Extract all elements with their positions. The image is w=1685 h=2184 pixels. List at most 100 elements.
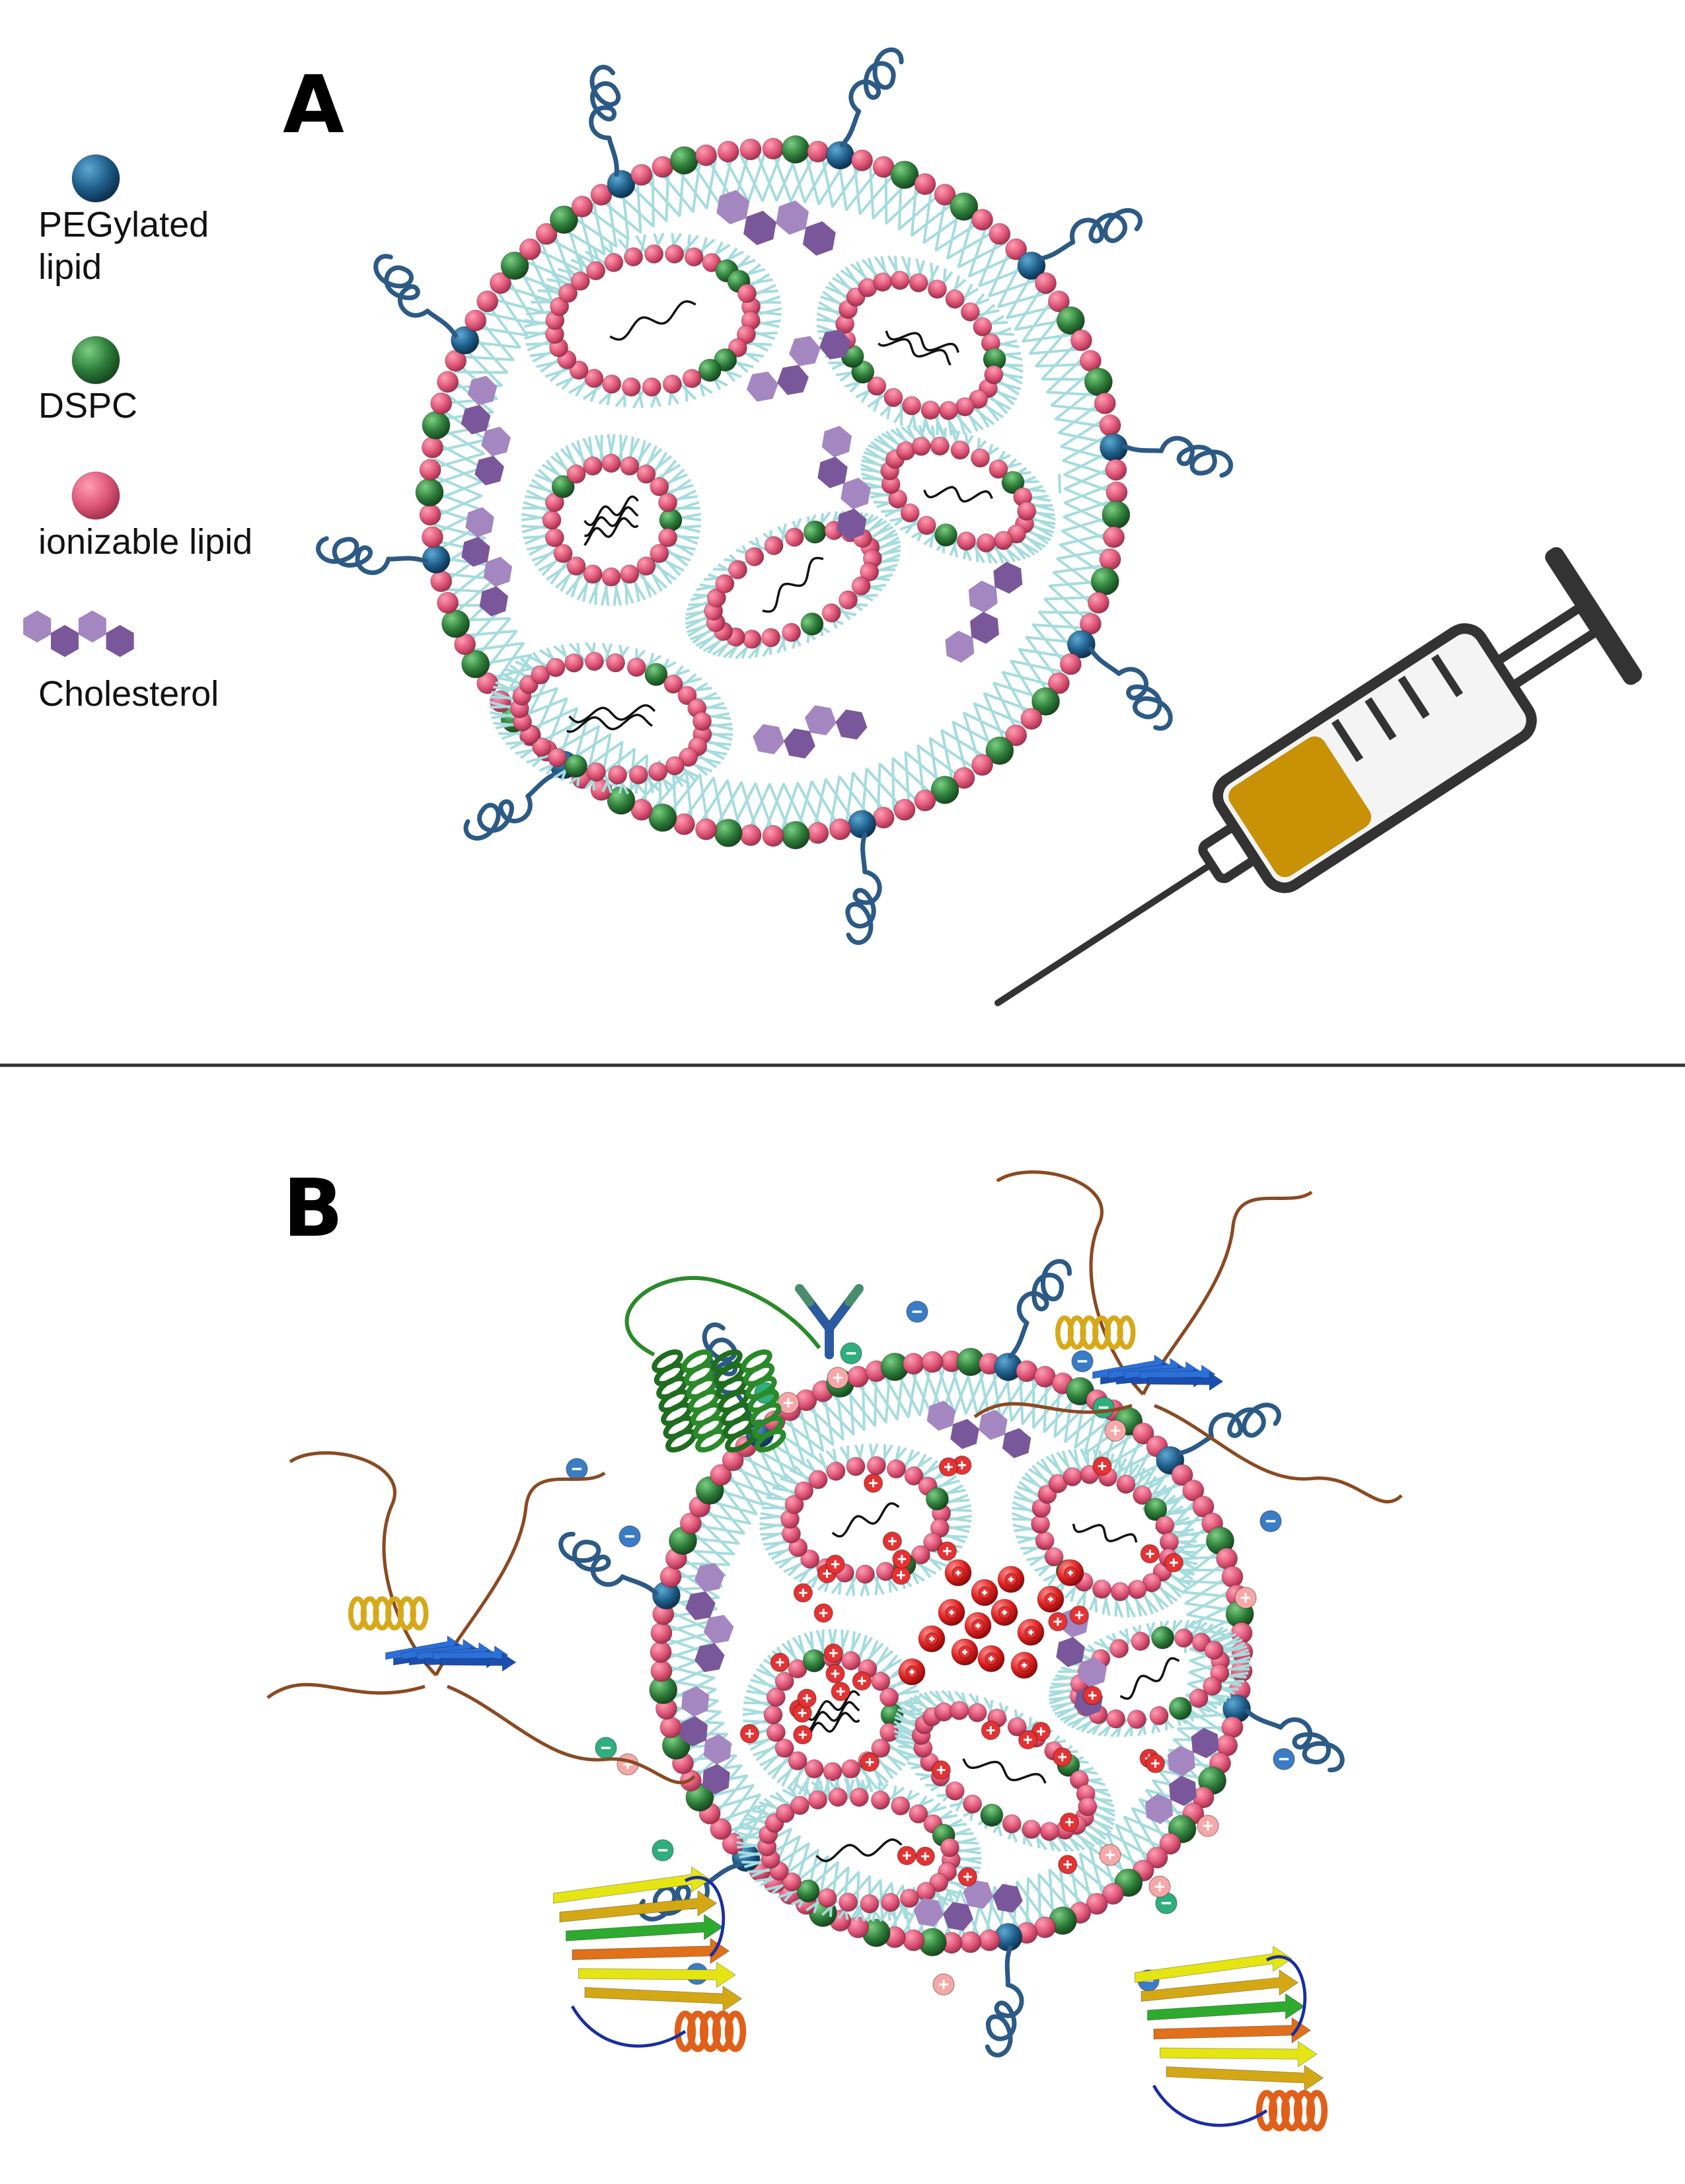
ionizable-lipid: [967, 1703, 987, 1723]
ionizable-lipid: [659, 1716, 682, 1739]
ionizable-lipid: [890, 270, 910, 290]
inner-micelle: [880, 436, 1037, 553]
cholesterol-ring: [467, 375, 498, 406]
ionizable-lipid: [841, 1759, 861, 1779]
pegylated-lipid: [607, 170, 636, 199]
plus-sign: [928, 1636, 935, 1642]
ionizable-lipid: [1103, 526, 1125, 548]
ionizable-lipid: [658, 492, 678, 512]
ionizable-lipid: [570, 271, 590, 291]
cholesterol-hexagons: [753, 705, 868, 759]
dspc-lipid: [1001, 471, 1025, 494]
ionizable-lipid: [1203, 1676, 1222, 1696]
ionizable-lipid: [934, 1702, 954, 1722]
ionizable-lipid: [665, 756, 685, 776]
neutral-charge-icon: [595, 1737, 617, 1759]
ionizable-lipid: [1078, 1797, 1098, 1817]
dspc-lipid: [796, 1879, 820, 1903]
cholesterol-hexagons: [461, 507, 513, 617]
ionizable-lipid: [430, 570, 453, 593]
dspc-lipid: [934, 523, 958, 547]
mrna-backbone: [568, 704, 656, 724]
ionizable-lipid: [774, 1671, 794, 1691]
ionizable-lipid: [849, 1788, 869, 1807]
ionizable-lipid: [950, 1701, 969, 1721]
mrna-backbone: [583, 517, 639, 546]
cholesterol-ring: [680, 1715, 708, 1747]
ionizable-lipid: [566, 556, 586, 576]
ionizable-lipid: [883, 388, 903, 408]
ionizable-lipid: [706, 588, 726, 608]
pegylated-lipid: [71, 154, 120, 203]
ionizable-lipid: [807, 140, 829, 163]
ionizable-lipid: [736, 324, 756, 344]
ionizable-lipid: [586, 261, 606, 281]
ionizable-lipid: [821, 603, 841, 623]
lipid-tails: [489, 642, 733, 795]
micelle-tails: [816, 255, 1024, 436]
mrna-strand-icon: [609, 300, 696, 341]
ionizable-lipid: [784, 527, 804, 547]
ionizable-lipid: [909, 1804, 928, 1824]
beta-strand: [1135, 1945, 1292, 1983]
mrna-strand-icon: [815, 1838, 903, 1862]
ionizable-lipid: [586, 762, 606, 782]
dspc-lipid: [802, 1649, 826, 1673]
plus-sign: [943, 1546, 952, 1556]
syringe-icon: [994, 546, 1642, 1006]
ionizable-lipid: [630, 164, 653, 186]
plus-sign: [836, 1687, 845, 1696]
beta-strand: [1166, 2064, 1324, 2091]
ionizable-lipid: [880, 1893, 900, 1912]
positive-charge-icon: [831, 1681, 850, 1702]
positive-charge-icon: [1082, 1686, 1102, 1706]
ionizable-lipid: [847, 1365, 870, 1388]
ionizable-lipid: [1221, 1565, 1244, 1588]
corona-protein-bottom-right: [1135, 1945, 1328, 2132]
plus-sign: [833, 1373, 843, 1383]
ionizable-lipid: [871, 1739, 891, 1758]
ionizable-lipid: [421, 436, 443, 459]
peg-polymer-chain: [558, 1532, 659, 1596]
ionizable-lipid: [1070, 329, 1092, 352]
cholesterol-ring: [945, 630, 975, 663]
ionizable-lipid: [888, 489, 908, 509]
ionizable-lipid: [583, 564, 603, 584]
dspc-lipid: [551, 474, 575, 498]
ionizable-lipid: [546, 658, 566, 677]
positive-charge-icon: [825, 1664, 845, 1684]
dspc-lipid: [549, 205, 578, 234]
ionizable-lipid: [710, 1464, 732, 1486]
ionizable-lipid: [1035, 1531, 1055, 1551]
plus-sign: [1240, 1593, 1251, 1603]
ionizable-lipid: [960, 302, 980, 322]
ionizable-lipid: [620, 564, 640, 584]
ionizable-lipid: [989, 223, 1011, 245]
plus-sign: [865, 1758, 874, 1766]
ionizable-lipid: [584, 652, 604, 671]
ionizable-lipid: [860, 562, 880, 582]
cholesterol-ring: [1078, 1657, 1107, 1688]
ionizable-lipid: [695, 144, 718, 167]
plus-sign: [831, 1669, 840, 1678]
ionizable-lipid: [1146, 1846, 1168, 1869]
dspc-lipid: [1031, 687, 1061, 716]
cholesterol-ring: [1167, 1745, 1195, 1777]
mrna-backbone: [805, 1701, 860, 1732]
neutral-charge-icon: [652, 1839, 674, 1862]
positive-charge-icon: [1031, 1721, 1051, 1741]
ionizable-lipid: [465, 309, 487, 332]
cholesterol-ring: [694, 1643, 725, 1673]
positive-charge-icon: [852, 1671, 872, 1691]
plus-sign: [897, 1554, 907, 1563]
ionizable-lipid: [838, 590, 858, 610]
disordered-loop: [266, 1451, 696, 1785]
ionizable-lipid: [658, 528, 678, 548]
ionizable-lipid: [1142, 1573, 1162, 1593]
ionizable-lipid: [519, 238, 541, 260]
plus-sign: [798, 1730, 807, 1739]
ionizable-lipid: [909, 273, 928, 293]
positive-charge-icon: [823, 1643, 843, 1663]
plus-sign: [1047, 1596, 1054, 1602]
peg-polymer-chain: [845, 832, 882, 945]
